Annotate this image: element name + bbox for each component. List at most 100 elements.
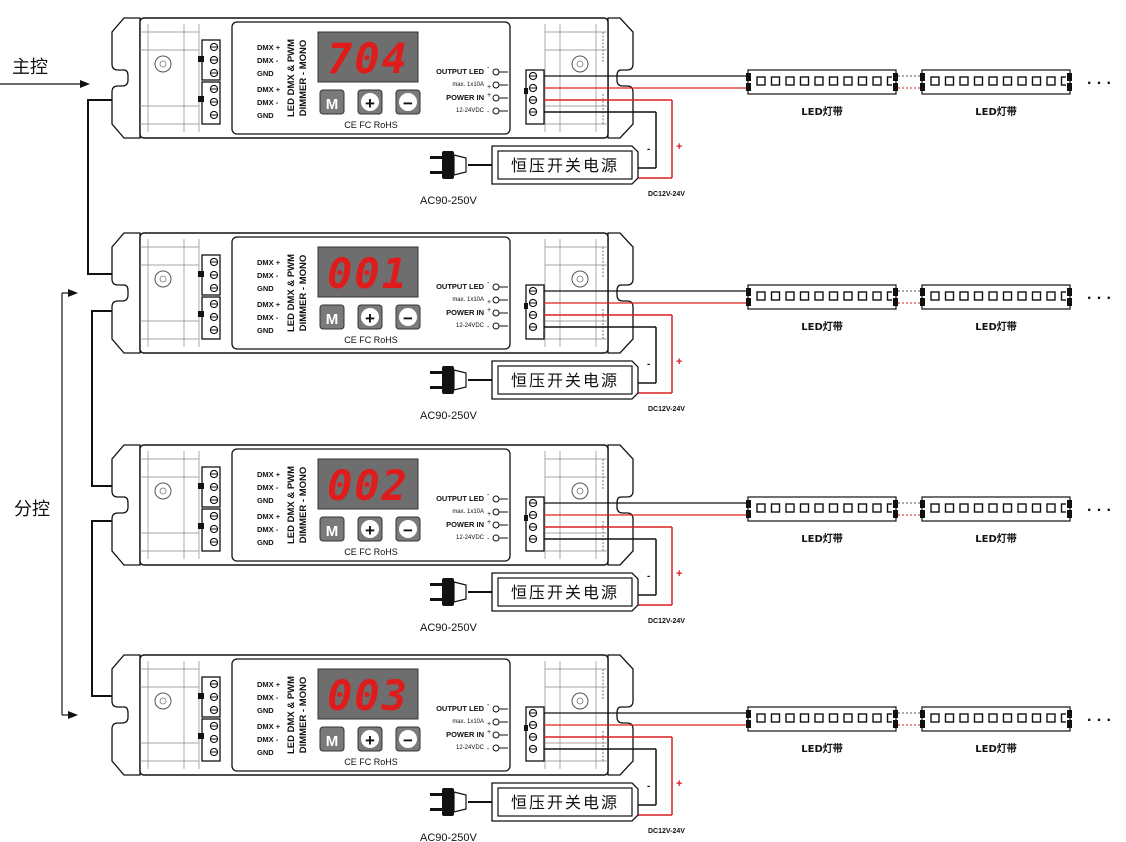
plus-button-label: +	[365, 521, 375, 540]
lcd-display-value: 704	[327, 34, 409, 83]
output-minus-sign: -	[487, 280, 490, 287]
led-strip-label: LED灯带	[975, 320, 1017, 333]
dmx-terminal-label: DMX +	[257, 43, 281, 52]
controller-title-line2: DIMMER - MONO	[298, 40, 309, 117]
power-supply-label: 恒压开关电源	[511, 793, 619, 812]
supply-minus-sign: -	[647, 144, 650, 155]
dmx-cascade-wires	[87, 99, 200, 697]
power-rating: 12-24VDC	[456, 535, 485, 541]
dmx-terminal-label: GND	[257, 706, 274, 715]
mode-button-label: M	[326, 311, 339, 328]
dmx-terminal-label: DMX +	[257, 680, 281, 689]
dmx-terminal-label: DMX -	[257, 483, 279, 492]
dmx-terminal-label: DMX +	[257, 85, 281, 94]
power-plus-sign: +	[487, 307, 491, 314]
supply-plus-sign: +	[676, 356, 682, 368]
certification-marks: CE FC RoHS	[344, 120, 398, 130]
dmx-terminal-label: GND	[257, 496, 274, 505]
power-supply-label: 恒压开关电源	[511, 583, 619, 602]
output-plus-sign: +	[487, 511, 491, 518]
supply-output-voltage: DC12V-24V	[648, 191, 685, 198]
minus-button-label: −	[403, 309, 413, 328]
output-plus-sign: +	[487, 84, 491, 91]
output-rating: max. 1x10A	[452, 509, 484, 515]
led-strip-continuation: · · ·	[1087, 502, 1112, 519]
supply-output-voltage: DC12V-24V	[648, 828, 685, 835]
power-in-label: POWER IN	[446, 520, 484, 529]
power-rating: 12-24VDC	[456, 323, 485, 329]
controller-title-line1: LED DMX & PWM	[286, 676, 297, 754]
output-plus-sign: +	[487, 721, 491, 728]
mode-button-label: M	[326, 733, 339, 750]
power-rating: 12-24VDC	[456, 108, 485, 114]
led-strip-label: LED灯带	[975, 532, 1017, 545]
controller-title-line1: LED DMX & PWM	[286, 466, 297, 544]
slave-arrow-top	[68, 289, 78, 297]
supply-plus-sign: +	[676, 568, 682, 580]
output-led-label: OUTPUT LED	[436, 704, 484, 713]
supply-input-voltage: AC90-250V	[420, 622, 478, 634]
output-minus-sign: -	[487, 492, 490, 499]
power-minus-sign: -	[487, 109, 490, 116]
led-strip-label: LED灯带	[801, 105, 843, 118]
supply-plus-sign: +	[676, 778, 682, 790]
dmx-terminal-label: DMX +	[257, 470, 281, 479]
mode-button-label: M	[326, 96, 339, 113]
dmx-terminal-label: GND	[257, 326, 274, 335]
minus-button-label: −	[403, 731, 413, 750]
power-in-label: POWER IN	[446, 730, 484, 739]
power-plus-sign: +	[487, 519, 491, 526]
dmx-terminal-label: DMX +	[257, 722, 281, 731]
certification-marks: CE FC RoHS	[344, 757, 398, 767]
dmx-terminal-label: DMX -	[257, 525, 279, 534]
supply-output-voltage: DC12V-24V	[648, 406, 685, 413]
supply-minus-sign: -	[647, 359, 650, 370]
led-strip-label: LED灯带	[801, 742, 843, 755]
dmx-terminal-label: DMX -	[257, 313, 279, 322]
supply-output-voltage: DC12V-24V	[648, 618, 685, 625]
plus-button-label: +	[365, 94, 375, 113]
supply-plus-sign: +	[676, 141, 682, 153]
output-minus-sign: -	[487, 65, 490, 72]
power-rating: 12-24VDC	[456, 745, 485, 751]
output-plus-sign: +	[487, 299, 491, 306]
slave-arrow-bottom	[68, 711, 78, 719]
led-strip-continuation: · · ·	[1087, 712, 1112, 729]
lcd-display-value: 002	[327, 461, 409, 510]
dmx-terminal-label: DMX -	[257, 693, 279, 702]
plus-button-label: +	[365, 731, 375, 750]
led-strip-label: LED灯带	[975, 742, 1017, 755]
minus-button-label: −	[403, 521, 413, 540]
dmx-terminal-label: GND	[257, 538, 274, 547]
dmx-terminal-label: DMX -	[257, 56, 279, 65]
mode-button-label: M	[326, 523, 339, 540]
controller-title-line1: LED DMX & PWM	[286, 39, 297, 117]
power-supply-label: 恒压开关电源	[511, 156, 619, 175]
output-led-label: OUTPUT LED	[436, 67, 484, 76]
output-minus-sign: -	[487, 702, 490, 709]
supply-input-voltage: AC90-250V	[420, 195, 478, 207]
output-rating: max. 1x10A	[452, 82, 484, 88]
power-plus-sign: +	[487, 729, 491, 736]
certification-marks: CE FC RoHS	[344, 547, 398, 557]
led-strip-continuation: · · ·	[1087, 75, 1112, 92]
dmx-terminal-label: GND	[257, 748, 274, 757]
master-label: 主控	[12, 57, 48, 78]
power-minus-sign: -	[487, 536, 490, 543]
dmx-terminal-label: DMX -	[257, 735, 279, 744]
power-plus-sign: +	[487, 92, 491, 99]
power-minus-sign: -	[487, 746, 490, 753]
power-minus-sign: -	[487, 324, 490, 331]
slave-label: 分控	[14, 499, 50, 520]
led-strip-label: LED灯带	[801, 532, 843, 545]
dmx-terminal-label: GND	[257, 284, 274, 293]
led-strip-label: LED灯带	[801, 320, 843, 333]
output-rating: max. 1x10A	[452, 297, 484, 303]
